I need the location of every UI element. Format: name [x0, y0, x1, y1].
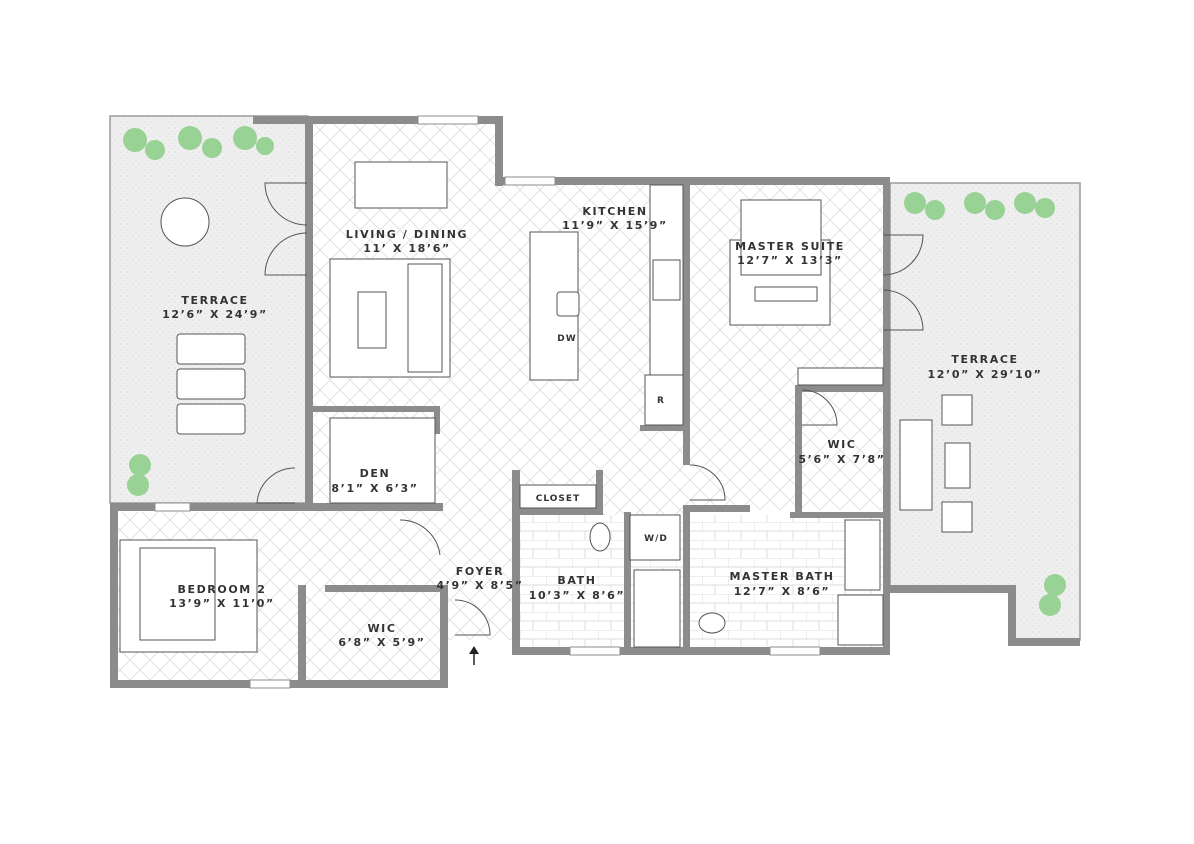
room-terrace-east: TERRACE 12’0” X 29’10”: [928, 353, 1043, 381]
walls: [110, 115, 1080, 689]
room-living-dining: LIVING / DINING 11’ X 18’6”: [346, 228, 468, 255]
refrigerator-label: R: [657, 396, 665, 406]
room-dims: 11’9” X 15’9”: [562, 219, 668, 232]
room-name: LIVING / DINING: [346, 228, 468, 241]
room-name: TERRACE: [951, 353, 1018, 366]
room-dims: 8’1” X 6’3”: [331, 482, 418, 495]
room-name: WIC: [367, 622, 396, 635]
room-name: DEN: [360, 467, 391, 480]
room-name: MASTER SUITE: [735, 240, 845, 253]
room-name: TERRACE: [181, 294, 248, 307]
terrace-east: [889, 182, 1081, 641]
room-dims: 13’9” X 11’0”: [169, 597, 275, 610]
doors: [256, 182, 924, 636]
room-dims: 12’0” X 29’10”: [928, 368, 1043, 381]
entry-arrow-icon: [469, 646, 479, 665]
room-name: BEDROOM 2: [177, 583, 266, 596]
room-master-suite: MASTER SUITE 12’7” X 13’3”: [735, 240, 845, 267]
room-foyer: FOYER 4’9” X 8’5”: [436, 565, 523, 592]
room-name: FOYER: [456, 565, 504, 578]
room-terrace-west: TERRACE 12’6” X 24’9”: [162, 294, 268, 321]
room-kitchen: KITCHEN 11’9” X 15’9”: [562, 205, 668, 232]
room-dims: 11’ X 18’6”: [363, 242, 451, 255]
terrace-west: [109, 115, 309, 504]
plants: [123, 126, 1066, 616]
room-bath: BATH 10’3” X 8’6”: [529, 574, 625, 602]
washer-dryer-label: W/D: [644, 534, 668, 544]
room-dims: 4’9” X 8’5”: [436, 579, 523, 592]
room-master-bath: MASTER BATH 12’7” X 8’6”: [729, 570, 834, 598]
room-dims: 12’6” X 24’9”: [162, 308, 268, 321]
room-dims: 10’3” X 8’6”: [529, 589, 625, 602]
room-name: MASTER BATH: [729, 570, 834, 583]
room-dims: 6’8” X 5’9”: [338, 636, 425, 649]
room-bedroom-2: BEDROOM 2 13’9” X 11’0”: [169, 583, 275, 610]
dishwasher-label: DW: [557, 334, 576, 344]
room-name: KITCHEN: [582, 205, 647, 218]
closet-label: CLOSET: [536, 494, 580, 504]
room-dims: 5’6” X 7’8”: [798, 453, 885, 466]
room-name: BATH: [557, 574, 596, 587]
room-wic-bedroom: WIC 6’8” X 5’9”: [338, 622, 425, 649]
room-wic-master: WIC 5’6” X 7’8”: [798, 438, 885, 466]
room-dims: 12’7” X 8’6”: [734, 585, 830, 598]
room-name: WIC: [827, 438, 856, 451]
furniture: [119, 161, 973, 653]
room-den: DEN 8’1” X 6’3”: [331, 467, 418, 495]
room-dims: 12’7” X 13’3”: [737, 254, 843, 267]
